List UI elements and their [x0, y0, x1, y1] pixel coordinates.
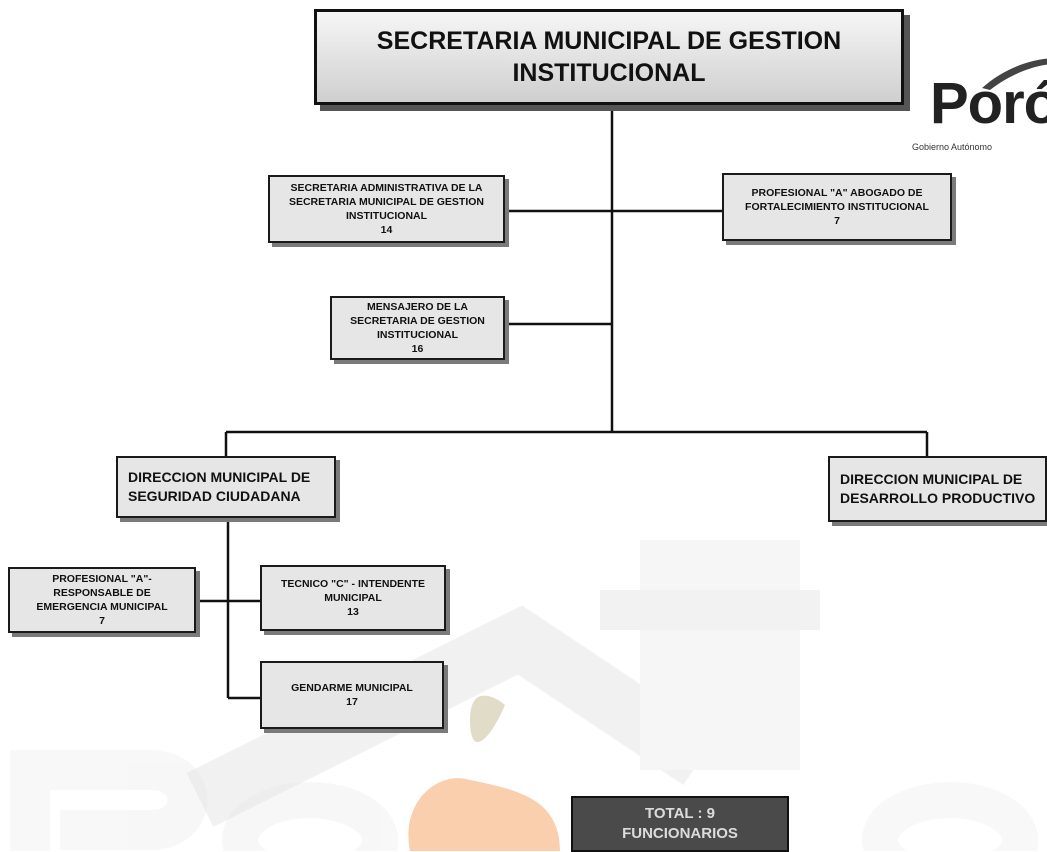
logo-word: Poró — [930, 71, 1047, 136]
watermark-flame — [408, 695, 560, 851]
total-line-2: FUNCIONARIOS — [622, 825, 738, 842]
node-line: DESARROLLO PRODUCTIVO — [840, 490, 1036, 506]
node-number: 17 — [346, 696, 358, 708]
node-direccion-seguridad-ciudadana: DIRECCION MUNICIPAL DE SEGURIDAD CIUDADA… — [116, 456, 336, 518]
node-line: GENDARME MUNICIPAL — [291, 682, 413, 694]
node-line: PROFESIONAL "A" ABOGADO DE — [751, 187, 923, 199]
node-line: DIRECCION MUNICIPAL DE — [128, 469, 311, 485]
node-line: SECRETARIA ADMINISTRATIVA DE LA — [290, 182, 483, 194]
title-box: SECRETARIA MUNICIPAL DE GESTION INSTITUC… — [314, 9, 904, 105]
watermark-house-shape — [186, 540, 820, 827]
node-line: INSTITUCIONAL — [345, 210, 428, 222]
node-line: RESPONSABLE DE — [53, 587, 151, 599]
logo-subtitle: Gobierno Autónomo — [912, 142, 993, 152]
municipality-logo: Poró Gobierno Autónomo — [912, 50, 1047, 162]
node-line: SEGURIDAD CIUDADANA — [128, 488, 301, 504]
node-line: MUNICIPAL — [324, 592, 382, 604]
node-line: PROFESIONAL "A"- — [52, 573, 152, 585]
total-box: TOTAL : 9 FUNCIONARIOS — [571, 796, 789, 852]
node-profesional-abogado: PROFESIONAL "A" ABOGADO DE FORTALECIMIEN… — [722, 173, 952, 241]
node-line: FORTALECIMIENTO INSTITUCIONAL — [745, 201, 929, 213]
node-number: 13 — [347, 606, 359, 618]
node-gendarme-municipal: GENDARME MUNICIPAL 17 — [260, 661, 444, 729]
total-line-1: TOTAL : 9 — [644, 805, 715, 822]
node-number: 14 — [380, 224, 393, 236]
node-profesional-emergencia: PROFESIONAL "A"- RESPONSABLE DE EMERGENC… — [8, 567, 196, 633]
title-line-2: INSTITUCIONAL — [512, 59, 706, 87]
node-line: MENSAJERO DE LA — [367, 301, 468, 313]
node-tecnico-intendente: TECNICO "C" - INTENDENTE MUNICIPAL 13 — [260, 565, 446, 631]
watermark-letters — [10, 750, 1038, 851]
node-number: 7 — [834, 215, 840, 227]
node-number: 16 — [411, 343, 424, 355]
node-secretaria-administrativa: SECRETARIA ADMINISTRATIVA DE LA SECRETAR… — [268, 175, 505, 243]
title-line-1: SECRETARIA MUNICIPAL DE GESTION — [376, 27, 842, 55]
node-line: TECNICO "C" - INTENDENTE — [280, 578, 426, 590]
node-number: 7 — [99, 615, 105, 627]
node-mensajero: MENSAJERO DE LA SECRETARIA DE GESTION IN… — [330, 296, 505, 360]
node-line: EMERGENCIA MUNICIPAL — [36, 601, 168, 613]
node-line: DIRECCION MUNICIPAL DE — [840, 471, 1023, 487]
node-line: SECRETARIA DE GESTION — [350, 315, 485, 327]
logo-swoosh-icon — [982, 58, 1047, 90]
node-line: INSTITUCIONAL — [376, 329, 459, 341]
node-line: SECRETARIA MUNICIPAL DE GESTION — [288, 196, 485, 208]
node-direccion-desarrollo-productivo: DIRECCION MUNICIPAL DE DESARROLLO PRODUC… — [828, 456, 1047, 522]
